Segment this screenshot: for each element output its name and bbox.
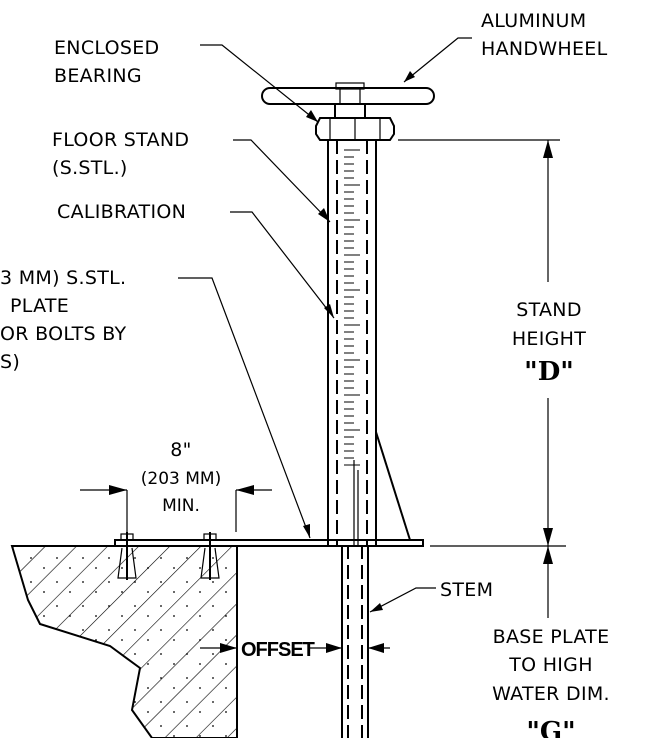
stand-height-label-3: "D" (524, 357, 574, 387)
enclosed-bearing-label-2: BEARING (54, 65, 142, 87)
stem (341, 545, 369, 738)
high-water-label-1: BASE PLATE (493, 626, 610, 648)
base-plate-label-1: 3 MM) S.STL. (0, 267, 126, 289)
eight-inch-dimension (80, 485, 272, 532)
high-water-label-3: WATER DIM. (492, 683, 610, 705)
floor-stand-label-1: FLOOR STAND (52, 129, 189, 151)
stand-height-label-1: STAND (516, 299, 582, 321)
enclosed-bearing-label-1: ENCLOSED (54, 37, 159, 59)
base-plate-label-4: S) (0, 351, 20, 373)
high-water-label-4: "G" (526, 717, 575, 738)
enclosed-bearing (315, 103, 395, 141)
stem-label: STEM (440, 579, 493, 601)
dim-min-label: MIN. (162, 496, 200, 516)
stand-height-dimension (398, 139, 566, 547)
floor-stand-column (327, 140, 411, 545)
stand-height-label-2: HEIGHT (512, 328, 586, 350)
high-water-dimension (543, 546, 553, 618)
dim-203mm-label: (203 MM) (141, 469, 221, 489)
calibration-label: CALIBRATION (57, 201, 186, 223)
offset-dimension (200, 643, 390, 653)
floor-stand-label-2: (S.STL.) (52, 157, 128, 179)
base-plate-label-2: PLATE (10, 295, 69, 317)
dim-8-label: 8" (170, 439, 191, 461)
base-plate-label-3: OR BOLTS BY (0, 323, 127, 345)
handwheel-label-2: HANDWHEEL (481, 38, 608, 60)
aluminum-handwheel (261, 82, 435, 105)
handwheel-label-1: ALUMINUM (481, 10, 586, 32)
concrete-wall (10, 545, 238, 738)
leader-lines (178, 37, 472, 613)
calibration-scale (344, 149, 360, 466)
offset-label: OFFSET (241, 639, 315, 661)
high-water-label-2: TO HIGH (508, 654, 593, 676)
